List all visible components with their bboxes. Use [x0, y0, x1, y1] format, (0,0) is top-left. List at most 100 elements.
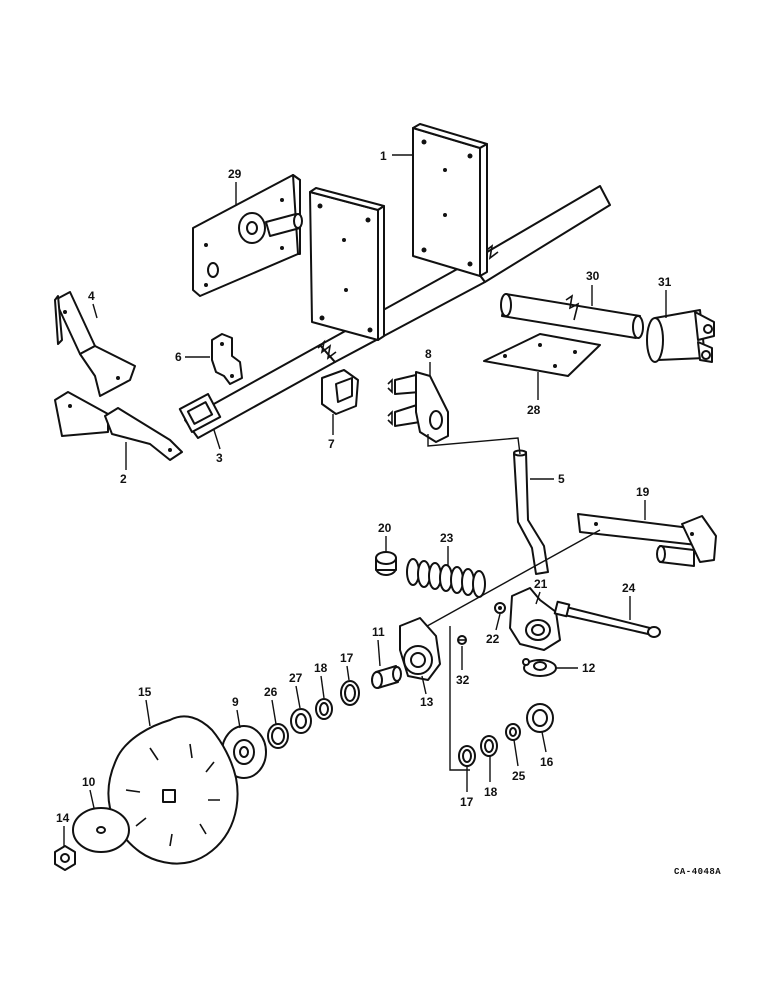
svg-text:27: 27 — [289, 671, 303, 685]
callout-13: 13 — [420, 675, 434, 709]
callout-17-lower: 17 — [460, 766, 474, 809]
callout-3: 3 — [213, 429, 223, 465]
part-18-lower-bearing-cone — [480, 735, 498, 757]
callout-9: 9 — [232, 695, 241, 729]
svg-text:18: 18 — [484, 785, 498, 799]
svg-text:22: 22 — [486, 632, 500, 646]
callout-14: 14 — [56, 811, 70, 846]
callout-26: 26 — [264, 685, 278, 725]
part-21-arm-casting — [509, 587, 561, 651]
svg-text:16: 16 — [540, 755, 554, 769]
part-17-lower-bearing-cup — [458, 745, 476, 767]
part-24-long-bolt — [553, 600, 661, 638]
part-16-cap — [526, 703, 554, 733]
callout-18-lower: 18 — [484, 756, 498, 799]
svg-text:14: 14 — [56, 811, 70, 825]
callout-15: 15 — [138, 685, 152, 727]
part-29-mounting-plate — [192, 174, 303, 297]
callout-27: 27 — [289, 671, 303, 709]
center-mounting-plate — [309, 187, 385, 341]
connector-8-to-5 — [427, 434, 521, 455]
part-31-yoke — [646, 309, 715, 363]
svg-text:17: 17 — [340, 651, 354, 665]
callout-17-upper: 17 — [340, 651, 354, 681]
part-28-flat-plate — [483, 333, 601, 377]
callout-2: 2 — [120, 442, 127, 486]
part-1-plate — [412, 123, 488, 277]
svg-text:21: 21 — [534, 577, 548, 591]
svg-text:4: 4 — [88, 289, 95, 303]
part-27-seal — [290, 708, 312, 734]
part-8-yoke-fork — [387, 371, 449, 443]
part-7-saddle-block — [321, 369, 359, 415]
svg-text:12: 12 — [582, 661, 596, 675]
part-15-disc-blade — [107, 715, 239, 865]
callout-20: 20 — [378, 521, 392, 552]
callout-6: 6 — [175, 350, 210, 364]
svg-text:2: 2 — [120, 472, 127, 486]
part-20-bushing — [375, 551, 397, 576]
svg-text:32: 32 — [456, 673, 470, 687]
part-10-spacer — [72, 807, 130, 853]
callout-30: 30 — [586, 269, 600, 306]
part-23-spring — [406, 558, 486, 598]
svg-text:17: 17 — [460, 795, 474, 809]
svg-text:19: 19 — [636, 485, 650, 499]
part-11-spindle — [371, 665, 402, 689]
svg-text:13: 13 — [420, 695, 434, 709]
svg-text:29: 29 — [228, 167, 242, 181]
svg-text:8: 8 — [425, 347, 432, 361]
part-30-shaft — [500, 293, 644, 339]
part-25-nut — [505, 723, 521, 741]
svg-text:11: 11 — [372, 625, 385, 639]
svg-text:20: 20 — [378, 521, 392, 535]
callout-24: 24 — [622, 581, 636, 620]
callout-32: 32 — [456, 646, 470, 687]
svg-text:10: 10 — [82, 775, 96, 789]
callout-18-upper: 18 — [314, 661, 328, 699]
callout-7: 7 — [328, 414, 335, 451]
part-32-fitting — [457, 635, 467, 645]
part-22-bolt — [494, 602, 506, 614]
svg-text:26: 26 — [264, 685, 278, 699]
part-6-u-clamp — [211, 333, 243, 385]
callout-25: 25 — [512, 739, 526, 783]
callout-5: 5 — [530, 472, 565, 486]
callout-19: 19 — [636, 485, 650, 520]
axis-line — [419, 529, 601, 631]
svg-text:9: 9 — [232, 695, 239, 709]
callout-28: 28 — [527, 372, 541, 417]
svg-text:28: 28 — [527, 403, 541, 417]
callout-11: 11 — [372, 625, 385, 667]
part-19-arm-bracket — [577, 513, 717, 567]
part-17-bearing-cup — [340, 680, 360, 706]
callout-23: 23 — [440, 531, 454, 566]
part-14-nut — [54, 845, 76, 871]
part-5-bent-rod — [513, 449, 549, 575]
part-3-tube-assembly — [178, 185, 611, 439]
part-13-hub-housing — [399, 617, 441, 681]
callout-16: 16 — [540, 731, 554, 769]
part-12-fitting — [522, 658, 557, 677]
callout-12: 12 — [556, 661, 596, 675]
svg-text:30: 30 — [586, 269, 600, 283]
svg-text:24: 24 — [622, 581, 636, 595]
svg-text:31: 31 — [658, 275, 672, 289]
callout-29: 29 — [228, 167, 242, 206]
part-4-bracket — [54, 291, 136, 397]
svg-text:5: 5 — [558, 472, 565, 486]
part-26-washer — [267, 723, 289, 749]
part-18-bearing-cone — [315, 698, 333, 720]
callout-4: 4 — [88, 289, 98, 319]
callout-10: 10 — [82, 775, 96, 809]
callout-1: 1 — [380, 149, 412, 163]
svg-text:23: 23 — [440, 531, 454, 545]
figure-code: CA-4048A — [674, 867, 721, 877]
svg-text:1: 1 — [380, 149, 387, 163]
svg-text:7: 7 — [328, 437, 335, 451]
connector-13-to-17 — [449, 626, 470, 771]
callout-31: 31 — [658, 275, 672, 318]
callout-8: 8 — [425, 347, 432, 376]
svg-text:6: 6 — [175, 350, 182, 364]
